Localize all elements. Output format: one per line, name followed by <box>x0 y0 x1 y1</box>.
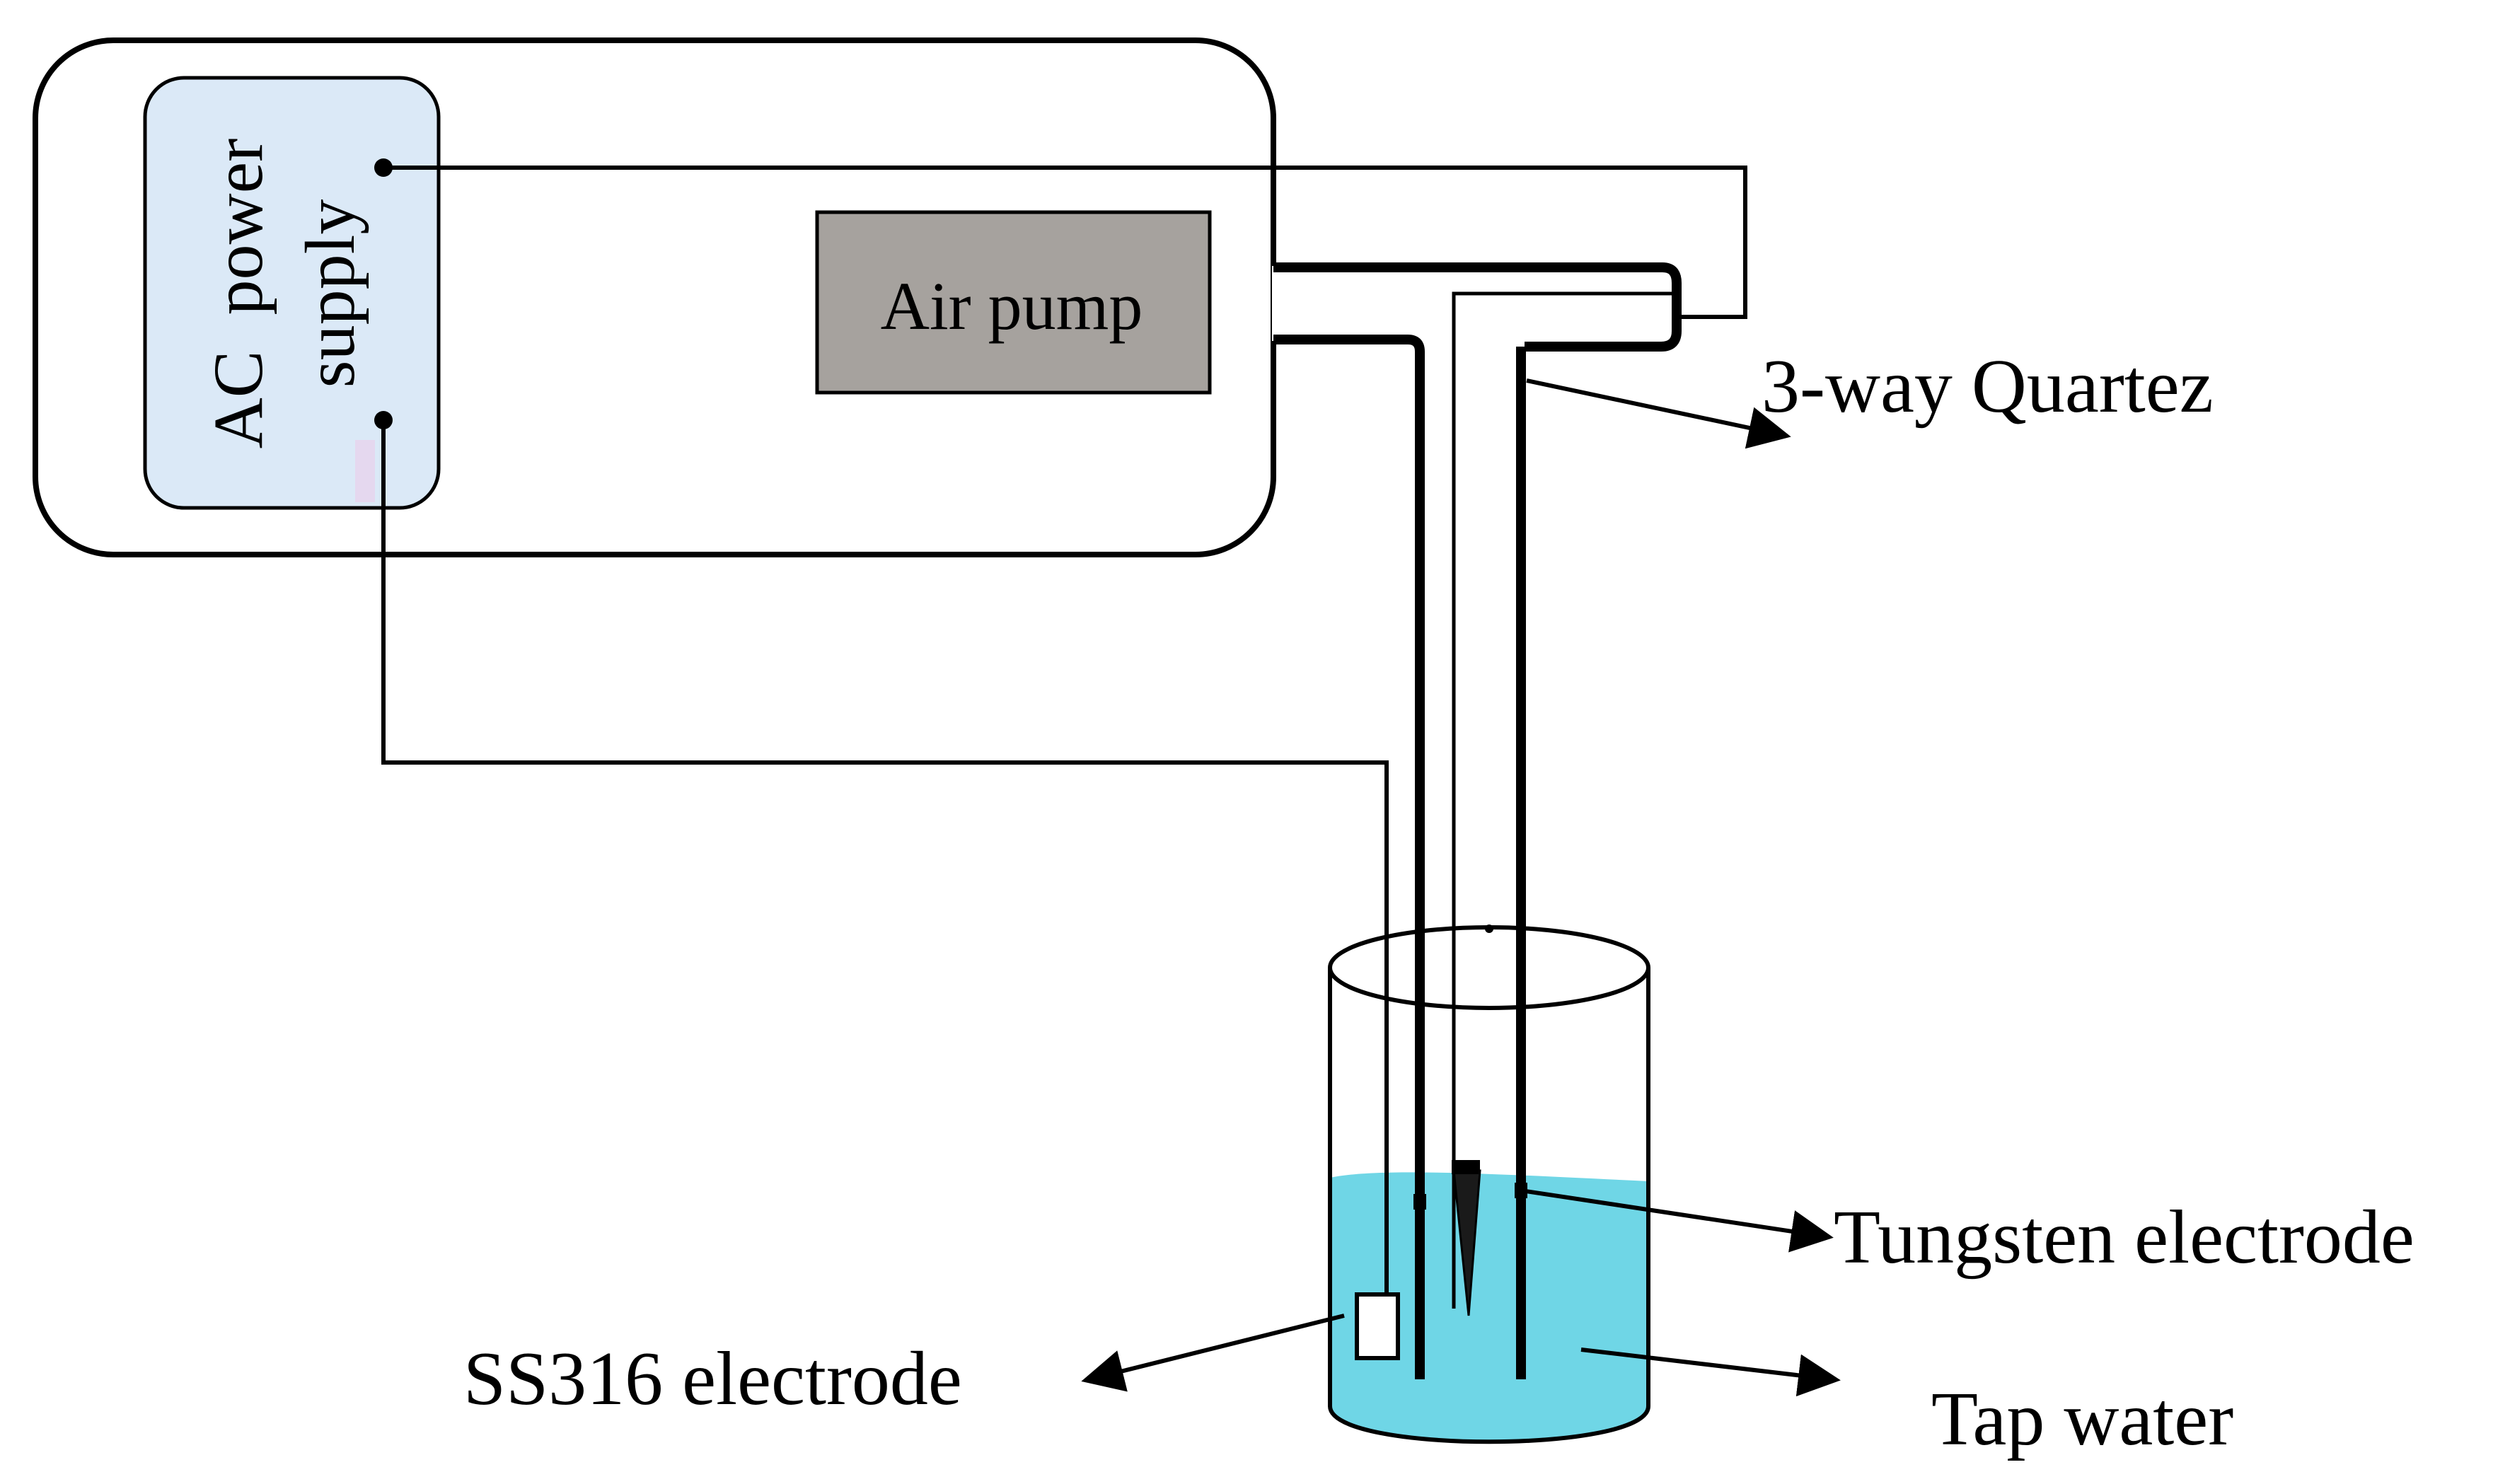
power-supply-mark <box>355 440 375 502</box>
air-pump-label: Air pump <box>881 268 1143 344</box>
arrow-water <box>1580 1347 1841 1397</box>
label-tungsten: Tungsten electrode <box>1834 1195 2414 1280</box>
beaker-bottom <box>1328 1405 1650 1444</box>
tungsten-electrode-holder <box>1452 1160 1480 1174</box>
power-supply-label-line1: AC power <box>199 139 277 449</box>
tube-mark-left <box>1413 1194 1426 1210</box>
label-water: Tap water <box>1931 1377 2233 1461</box>
wire-bottom <box>381 417 1389 1294</box>
water <box>1330 1172 1648 1442</box>
tube-rim-dot <box>1485 924 1493 933</box>
power-terminal-top <box>374 158 393 177</box>
label-ss316: SS316 electrode <box>463 1337 962 1421</box>
power-supply-label-line2: supply <box>291 199 369 388</box>
arrow-ss316 <box>1081 1314 1345 1392</box>
arrow-tungsten <box>1520 1188 1834 1253</box>
label-quartz: 3-way Quartez <box>1762 344 2214 429</box>
ss316-electrode-plate <box>1355 1292 1400 1360</box>
air-pump-box <box>815 210 1212 395</box>
power-supply-box <box>143 76 441 510</box>
quartz-tube-upper-wall <box>1273 262 1682 352</box>
quartz-tube-left-wall <box>1273 335 1425 1379</box>
arrow-quartz <box>1526 378 1791 449</box>
power-terminal-bottom <box>374 411 393 429</box>
power-supply-label: AC power supply <box>199 139 369 449</box>
gas-inlet-tube <box>1452 291 1678 1309</box>
